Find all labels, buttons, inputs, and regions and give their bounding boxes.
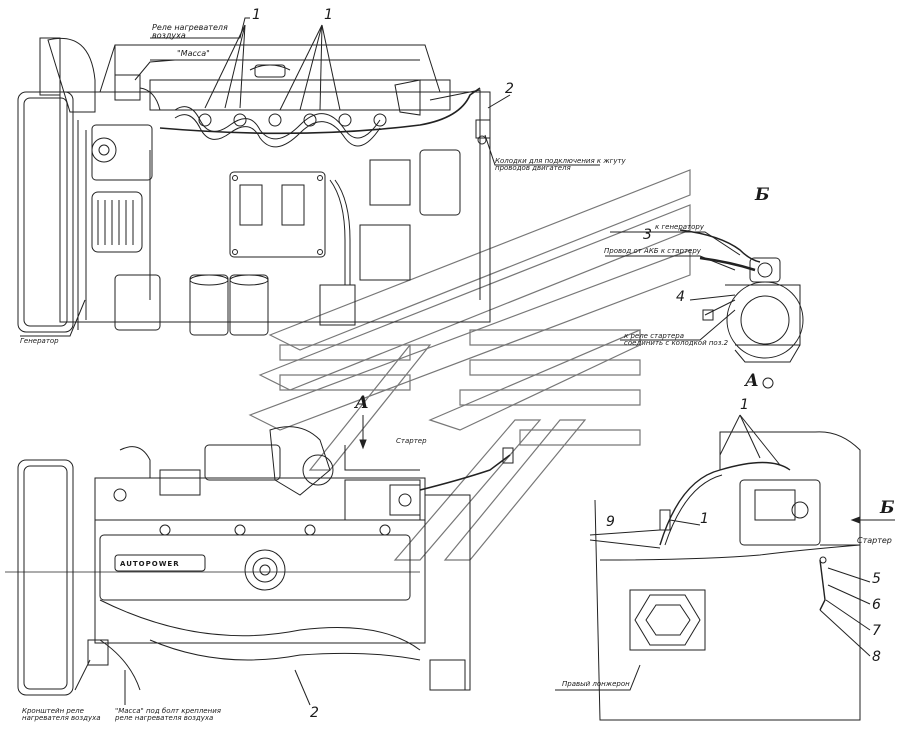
engine-brand-label: AUTOPOWER <box>120 560 180 568</box>
position-2-bottom: 2 <box>310 705 319 721</box>
position-5: 5 <box>872 571 881 587</box>
bottom-engine-view <box>5 426 514 696</box>
view-a-detail <box>555 377 895 721</box>
mass-bolt-label: "Масса" под болт крепления реле нагреват… <box>115 707 221 722</box>
bracket-label: Кронштейн реле нагревателя воздуха <box>22 707 101 722</box>
air-heater-relay-label: Реле нагревателя воздуха <box>152 23 228 40</box>
right-spar-label: Правый лонжерон <box>562 680 630 688</box>
view-b-arrow: Б <box>880 498 895 518</box>
position-6: 6 <box>872 597 881 613</box>
generator-label: Генератор <box>20 337 59 345</box>
mass-label: "Масса" <box>177 49 210 58</box>
bottom-leaders <box>74 415 420 706</box>
position-3: 3 <box>643 227 652 243</box>
connectors-label: Колодки для подключения к жгуту проводов… <box>495 157 626 172</box>
position-1-mid: 1 <box>700 511 709 527</box>
wire-akb-label: Провод от АКБ к стартеру <box>604 247 701 255</box>
position-7: 7 <box>872 623 881 639</box>
starter-right-label: Стартер <box>857 536 892 545</box>
view-a-title: А <box>745 371 759 391</box>
top-engine-view <box>17 37 491 336</box>
view-a-arrow: А <box>355 393 369 413</box>
position-2-top: 2 <box>505 81 514 97</box>
starter-view-b <box>605 229 804 363</box>
starter-relay-label: к реле стартера соединить с колодкой поз… <box>624 332 729 347</box>
position-1-a: 1 <box>252 7 261 23</box>
top-leaders <box>20 17 600 337</box>
view-b-title: Б <box>755 185 770 205</box>
starter-top-label: Стартер <box>396 437 427 445</box>
position-8: 8 <box>872 649 881 665</box>
position-4: 4 <box>676 289 685 305</box>
to-generator-label: к генератору <box>655 223 704 231</box>
position-9: 9 <box>606 514 615 530</box>
position-1-b: 1 <box>324 7 333 23</box>
position-1-view: 1 <box>740 397 749 413</box>
